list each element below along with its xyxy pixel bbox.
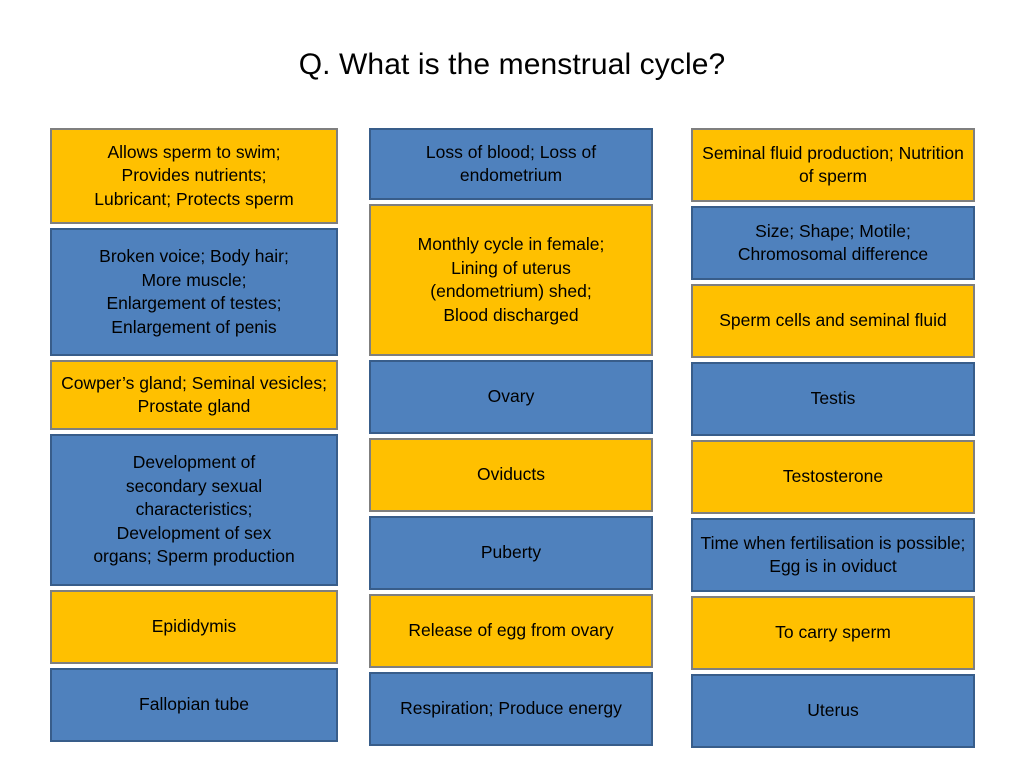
- answer-card[interactable]: Fallopian tube: [50, 668, 338, 742]
- answer-card[interactable]: Broken voice; Body hair; More muscle; En…: [50, 228, 338, 356]
- answer-card[interactable]: Seminal fluid production; Nutrition of s…: [691, 128, 975, 202]
- answer-card[interactable]: Monthly cycle in female; Lining of uteru…: [369, 204, 653, 356]
- page-title: Q. What is the menstrual cycle?: [298, 48, 726, 81]
- answer-card[interactable]: Cowper’s gland; Seminal vesicles; Prosta…: [50, 360, 338, 430]
- answer-card[interactable]: Testis: [691, 362, 975, 436]
- answer-card-label: Oviducts: [476, 464, 546, 485]
- answer-card-label: Epididymis: [151, 616, 237, 637]
- answer-card-label: Size; Shape; Motile; Chromosomal differe…: [737, 220, 929, 265]
- answer-card-label: Allows sperm to swim; Provides nutrients…: [94, 141, 294, 209]
- answer-card-label: Respiration; Produce energy: [400, 698, 622, 719]
- answer-card[interactable]: Size; Shape; Motile; Chromosomal differe…: [691, 206, 975, 280]
- answer-card[interactable]: Respiration; Produce energy: [369, 672, 653, 746]
- answer-card-label: Testosterone: [782, 466, 884, 487]
- answer-card-label: Testis: [810, 388, 856, 409]
- card-column-3: Seminal fluid production; Nutrition of s…: [691, 128, 975, 752]
- answer-card[interactable]: Testosterone: [691, 440, 975, 514]
- answer-card-label: Release of egg from ovary: [408, 620, 614, 641]
- answer-card[interactable]: Loss of blood; Loss of endometrium: [369, 128, 653, 200]
- card-column-1: Allows sperm to swim; Provides nutrients…: [50, 128, 338, 746]
- answer-card-label: To carry sperm: [775, 622, 891, 643]
- answer-card[interactable]: To carry sperm: [691, 596, 975, 670]
- answer-card[interactable]: Puberty: [369, 516, 653, 590]
- answer-card-label: Cowper’s gland; Seminal vesicles; Prosta…: [61, 372, 327, 417]
- answer-card[interactable]: Uterus: [691, 674, 975, 748]
- answer-card[interactable]: Time when fertilisation is possible; Egg…: [691, 518, 975, 592]
- answer-card-label: Broken voice; Body hair; More muscle; En…: [99, 246, 289, 337]
- answer-card[interactable]: Ovary: [369, 360, 653, 434]
- answer-card-label: Fallopian tube: [139, 694, 249, 715]
- answer-card-label: Monthly cycle in female; Lining of uteru…: [417, 234, 605, 325]
- answer-card[interactable]: Release of egg from ovary: [369, 594, 653, 668]
- answer-card-label: Loss of blood; Loss of endometrium: [425, 141, 597, 186]
- card-columns-container: Allows sperm to swim; Provides nutrients…: [0, 128, 1024, 752]
- answer-card-label: Time when fertilisation is possible; Egg…: [700, 532, 966, 577]
- answer-card[interactable]: Oviducts: [369, 438, 653, 512]
- answer-card[interactable]: Epididymis: [50, 590, 338, 664]
- answer-card-label: Uterus: [807, 700, 859, 721]
- answer-card[interactable]: Sperm cells and seminal fluid: [691, 284, 975, 358]
- answer-card[interactable]: Development of secondary sexual characte…: [50, 434, 338, 586]
- answer-card-label: Puberty: [480, 542, 542, 563]
- answer-card-label: Sperm cells and seminal fluid: [719, 310, 947, 331]
- answer-card-label: Ovary: [487, 386, 535, 407]
- answer-card-label: Seminal fluid production; Nutrition of s…: [702, 142, 964, 187]
- answer-card[interactable]: Allows sperm to swim; Provides nutrients…: [50, 128, 338, 224]
- answer-card-label: Development of secondary sexual characte…: [93, 452, 295, 567]
